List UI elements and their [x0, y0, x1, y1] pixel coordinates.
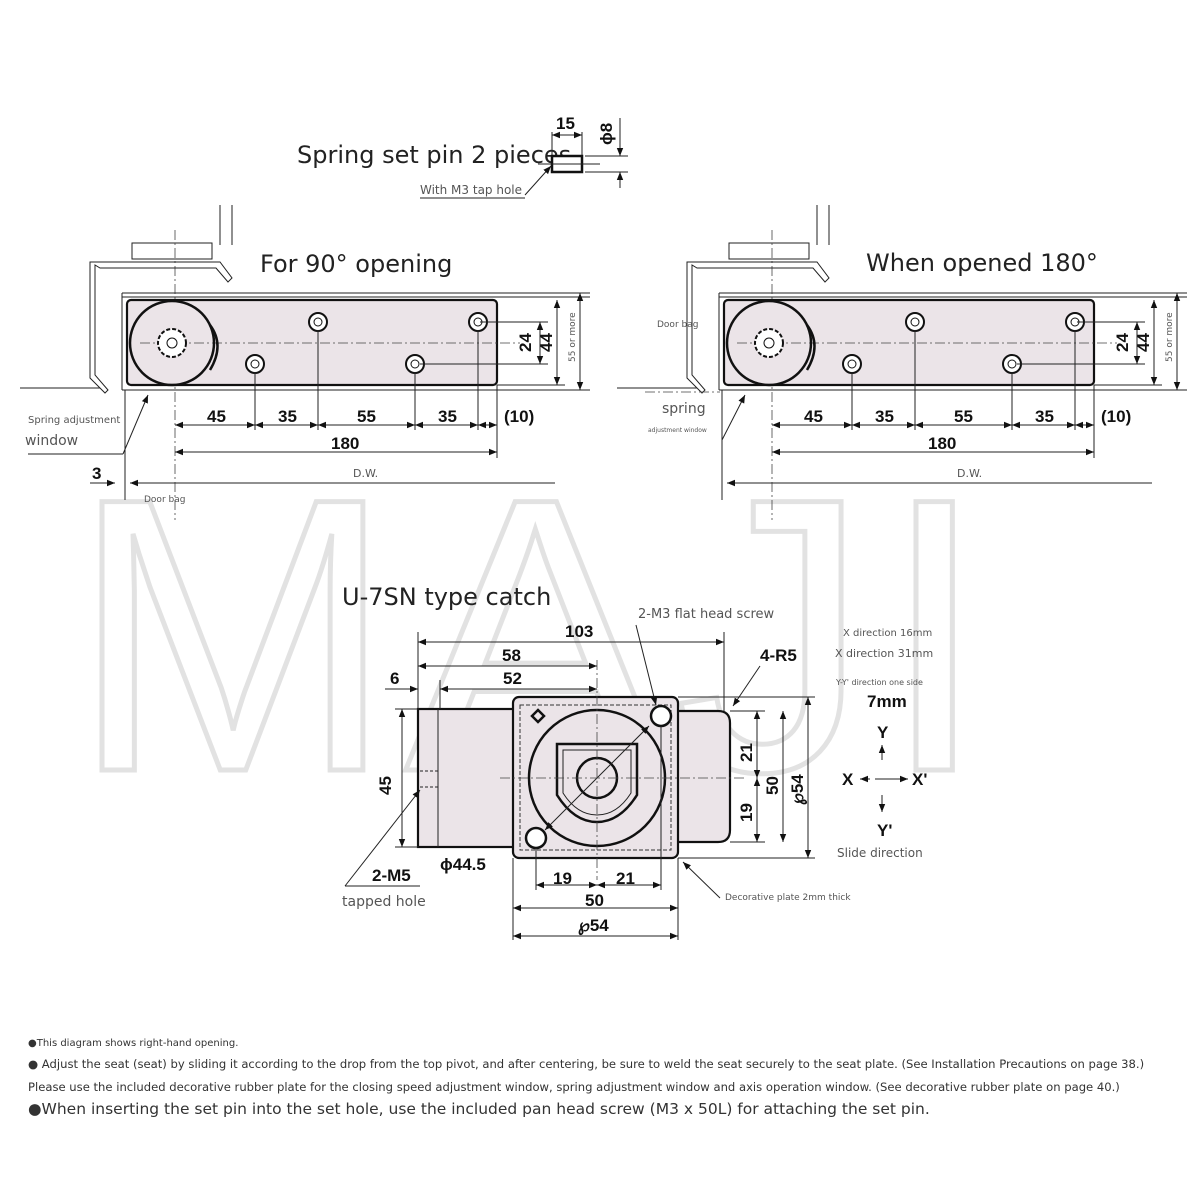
axis-x: X — [842, 770, 854, 789]
catch-title: U-7SN type catch — [342, 583, 551, 611]
pin-note: With M3 tap hole — [420, 183, 522, 197]
dim-21: 21 — [737, 743, 756, 762]
dim-45: 45 — [804, 407, 823, 426]
dim-44: 44 — [537, 333, 556, 352]
dim-35b: 35 — [1035, 407, 1054, 426]
spring-label: Spring adjustment — [28, 415, 120, 426]
x-direction-16: X direction 16mm — [843, 628, 932, 639]
dim-45: 45 — [207, 407, 226, 426]
pin-title: Spring set pin 2 pieces — [297, 141, 571, 169]
dim-10: (10) — [1101, 407, 1131, 426]
dim-103: 103 — [565, 622, 593, 641]
dim-52: 52 — [503, 669, 522, 688]
dim-3: 3 — [92, 464, 101, 483]
pin-length: 15 — [556, 114, 575, 133]
dim-35b: 35 — [438, 407, 457, 426]
window-label: window — [25, 433, 78, 449]
axis-y-prime: Y' — [877, 821, 892, 840]
dim-6: 6 — [390, 669, 399, 688]
dim-19: 19 — [737, 803, 756, 822]
axis-y: Y — [877, 723, 889, 742]
plate-note: Decorative plate 2mm thick — [725, 893, 851, 903]
dim-35: 35 — [875, 407, 894, 426]
dim-21: 21 — [616, 869, 635, 888]
pin-diameter: ϕ8 — [597, 123, 616, 145]
dim-55-or-more: 55 or more — [1165, 312, 1175, 362]
dim-45: 45 — [376, 776, 395, 795]
direction-axes: Y Y' X X' Slide direction — [837, 723, 927, 860]
note-4: ●When inserting the set pin into the set… — [28, 1100, 930, 1118]
axis-x-prime: X' — [912, 770, 927, 789]
dim-24: 24 — [1113, 333, 1132, 352]
left-title: For 90° opening — [260, 250, 452, 278]
dim-180: 180 — [928, 434, 956, 453]
note-2: ● Adjust the seat (seat) by sliding it a… — [28, 1057, 1145, 1071]
dim-7mm: 7mm — [867, 692, 907, 711]
dim-54: ℘54 — [788, 774, 808, 805]
screw-label: 2-M3 flat head screw — [638, 607, 775, 622]
dim-35: 35 — [278, 407, 297, 426]
spring-label: spring — [662, 401, 706, 417]
dim-50: 50 — [585, 891, 604, 910]
u7sn-catch: U-7SN type catch 103 58 52 6 — [342, 583, 933, 940]
dim-180: 180 — [331, 434, 359, 453]
x-direction-31: X direction 31mm — [835, 647, 933, 660]
slide-direction: Slide direction — [837, 846, 923, 860]
dim-54: ℘54 — [578, 916, 609, 936]
dim-dw: D.W. — [353, 467, 378, 480]
door-bag-label: Door bag — [144, 495, 185, 505]
dim-dw: D.W. — [957, 467, 982, 480]
dim-19: 19 — [553, 869, 572, 888]
yy-direction: Y-Y' direction one side — [835, 678, 923, 687]
dim-4-r5: 4-R5 — [760, 646, 797, 665]
dim-2-m5: 2-M5 — [372, 866, 411, 885]
dim-55: 55 — [357, 407, 376, 426]
tapped-hole-label: tapped hole — [342, 894, 426, 910]
spring-set-pin: Spring set pin 2 pieces 15 ϕ8 With M3 ta… — [297, 114, 628, 199]
right-title: When opened 180° — [866, 249, 1098, 277]
dim-10: (10) — [504, 407, 534, 426]
dim-55-or-more: 55 or more — [568, 312, 578, 362]
dim-dia-44-5: ϕ44.5 — [440, 855, 486, 874]
dim-24: 24 — [516, 333, 535, 352]
note-3: Please use the included decorative rubbe… — [28, 1080, 1120, 1094]
dim-44: 44 — [1134, 333, 1153, 352]
dim-50: 50 — [763, 776, 782, 795]
door-bag-label: Door bag — [657, 320, 698, 330]
pivot-90-opening: For 90° opening 45 35 55 35 (10) 180 D.W… — [20, 205, 590, 520]
note-1: ●This diagram shows right-hand opening. — [28, 1038, 239, 1049]
dim-58: 58 — [502, 646, 521, 665]
notes: ●This diagram shows right-hand opening. … — [28, 1038, 1188, 1118]
window-label: adjustment window — [648, 427, 707, 434]
pivot-180-opening: When opened 180° 45 35 55 35 (10) 180 D.… — [617, 205, 1187, 520]
dim-55: 55 — [954, 407, 973, 426]
